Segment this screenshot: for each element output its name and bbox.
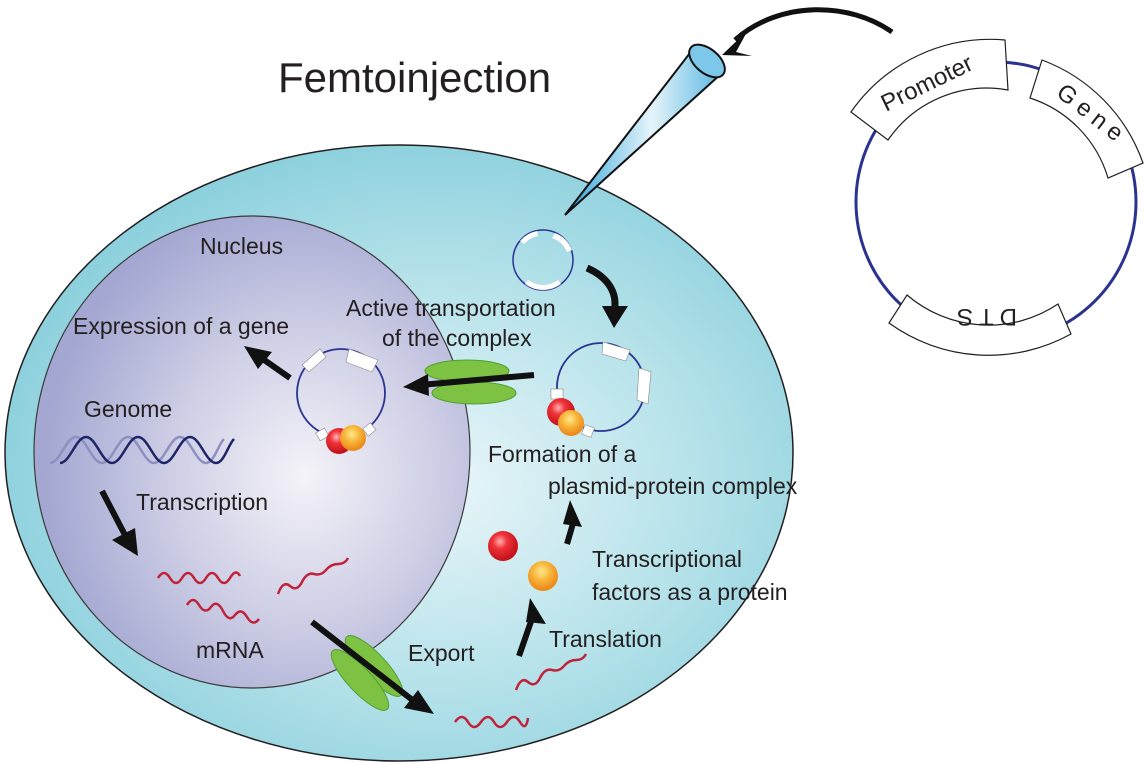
segment-label-dts: DTS xyxy=(951,303,1017,330)
label-expression: Expression of a gene xyxy=(73,313,289,339)
mrna-icon xyxy=(453,715,530,729)
mrna-icon xyxy=(276,557,350,595)
export-arrowhead-icon xyxy=(404,690,434,714)
plasmid-map: Promoter Gene DTS xyxy=(850,38,1144,356)
import-arrowhead-icon xyxy=(403,374,429,396)
mrna-icon xyxy=(185,598,260,624)
label-active-transport-line2: of the complex xyxy=(382,325,532,351)
complex-formation-arrowhead-icon xyxy=(563,500,582,527)
export-arrow xyxy=(310,619,417,705)
expression-arrowhead-icon xyxy=(244,346,272,369)
protein-red-icon xyxy=(488,531,518,561)
binding-arrowhead-icon xyxy=(602,306,628,328)
genome-dna-icon xyxy=(49,435,235,465)
injection-needle-icon xyxy=(564,43,726,216)
label-formation-line1: Formation of a xyxy=(488,441,636,467)
injected-plasmid xyxy=(512,229,574,291)
label-genome: Genome xyxy=(84,396,172,422)
nuclear-plasmid-complex xyxy=(296,348,386,454)
protein-orange-icon xyxy=(558,410,584,436)
label-formation-line2: plasmid-protein complex xyxy=(548,473,798,499)
import-arrow xyxy=(419,372,535,388)
mrna-icon xyxy=(514,653,588,691)
plasmid-segment-promoter: Promoter xyxy=(850,38,1009,141)
nucleus xyxy=(33,215,471,689)
plasmid-segment-gene: Gene xyxy=(1029,59,1144,179)
label-tf-line2: factors as a protein xyxy=(592,579,788,605)
protein-orange-icon xyxy=(528,561,558,591)
label-tf-line1: Transcriptional xyxy=(592,546,742,572)
delivery-arrow xyxy=(733,7,894,42)
transcription-arrowhead-icon xyxy=(112,528,138,556)
delivery-arrowhead-icon xyxy=(722,30,752,56)
label-active-transport-line1: Active transportation xyxy=(346,295,556,321)
plasmid-segment-dts: DTS xyxy=(888,294,1072,356)
label-translation: Translation xyxy=(549,626,662,652)
label-mrna: mRNA xyxy=(196,637,264,663)
protein-orange-icon xyxy=(340,425,366,451)
translation-arrowhead-icon xyxy=(526,598,546,624)
label-export: Export xyxy=(408,640,475,666)
mrna-icon xyxy=(156,571,242,585)
plasmid-protein-complex xyxy=(547,341,652,438)
label-transcription: Transcription xyxy=(136,489,268,515)
mrna-strands xyxy=(156,557,588,729)
transcription-arrow xyxy=(99,489,128,537)
diagram-title: Femtoinjection xyxy=(278,54,551,101)
label-nucleus: Nucleus xyxy=(200,233,283,259)
